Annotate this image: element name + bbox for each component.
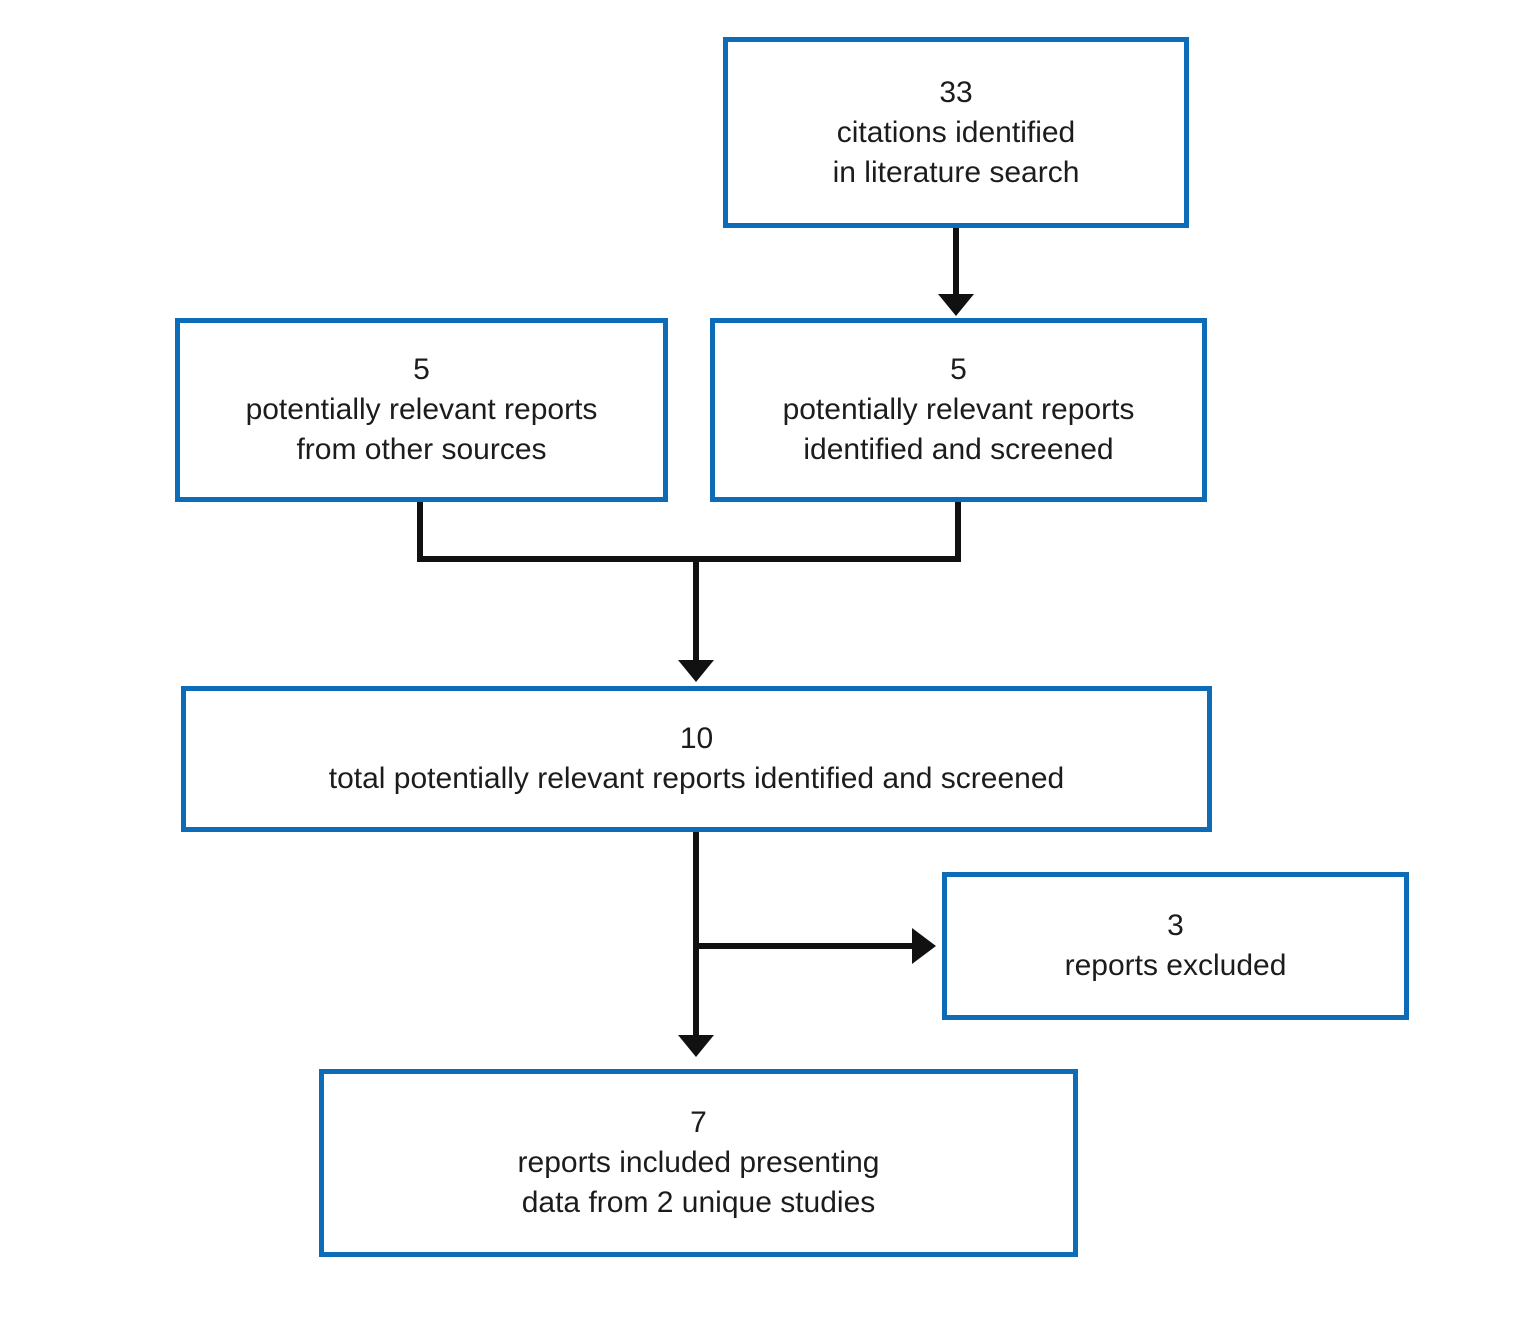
node-identified-and-screened: 5 potentially relevant reports identifie…: [710, 318, 1207, 502]
node-count: 5: [413, 353, 430, 386]
arrowhead-down-icon: [678, 1035, 714, 1057]
node-label-line: data from 2 unique studies: [521, 1186, 876, 1219]
arrowhead-down-icon: [678, 660, 714, 682]
node-label-line: total potentially relevant reports ident…: [328, 762, 1065, 795]
node-other-sources: 5 potentially relevant reports from othe…: [175, 318, 668, 502]
node-label-line: in literature search: [832, 155, 1080, 189]
node-label-line: identified and screened: [803, 433, 1114, 466]
node-total-screened: 10 total potentially relevant reports id…: [181, 686, 1212, 832]
node-count: 33: [939, 75, 973, 109]
node-count: 5: [950, 353, 967, 386]
arrowhead-down-icon: [938, 294, 974, 316]
connector-merge-to-total: [417, 502, 961, 682]
node-reports-excluded: 3 reports excluded: [942, 872, 1409, 1020]
node-reports-included: 7 reports included presenting data from …: [319, 1069, 1078, 1257]
node-label-line: potentially relevant reports: [245, 393, 598, 426]
node-count: 3: [1167, 909, 1184, 942]
node-citations-identified: 33 citations identified in literature se…: [723, 37, 1189, 228]
node-label-line: reports included presenting: [517, 1146, 880, 1179]
node-label-line: reports excluded: [1064, 949, 1287, 982]
connector-total-to-excluded-and-included: [678, 832, 936, 1057]
node-label-line: from other sources: [296, 433, 547, 466]
node-count: 7: [690, 1106, 707, 1139]
arrow-citations-to-screened: [938, 228, 974, 316]
node-label-line: citations identified: [836, 115, 1076, 149]
node-label-line: potentially relevant reports: [782, 393, 1135, 426]
arrowhead-right-icon: [912, 928, 936, 964]
node-count: 10: [679, 722, 714, 755]
